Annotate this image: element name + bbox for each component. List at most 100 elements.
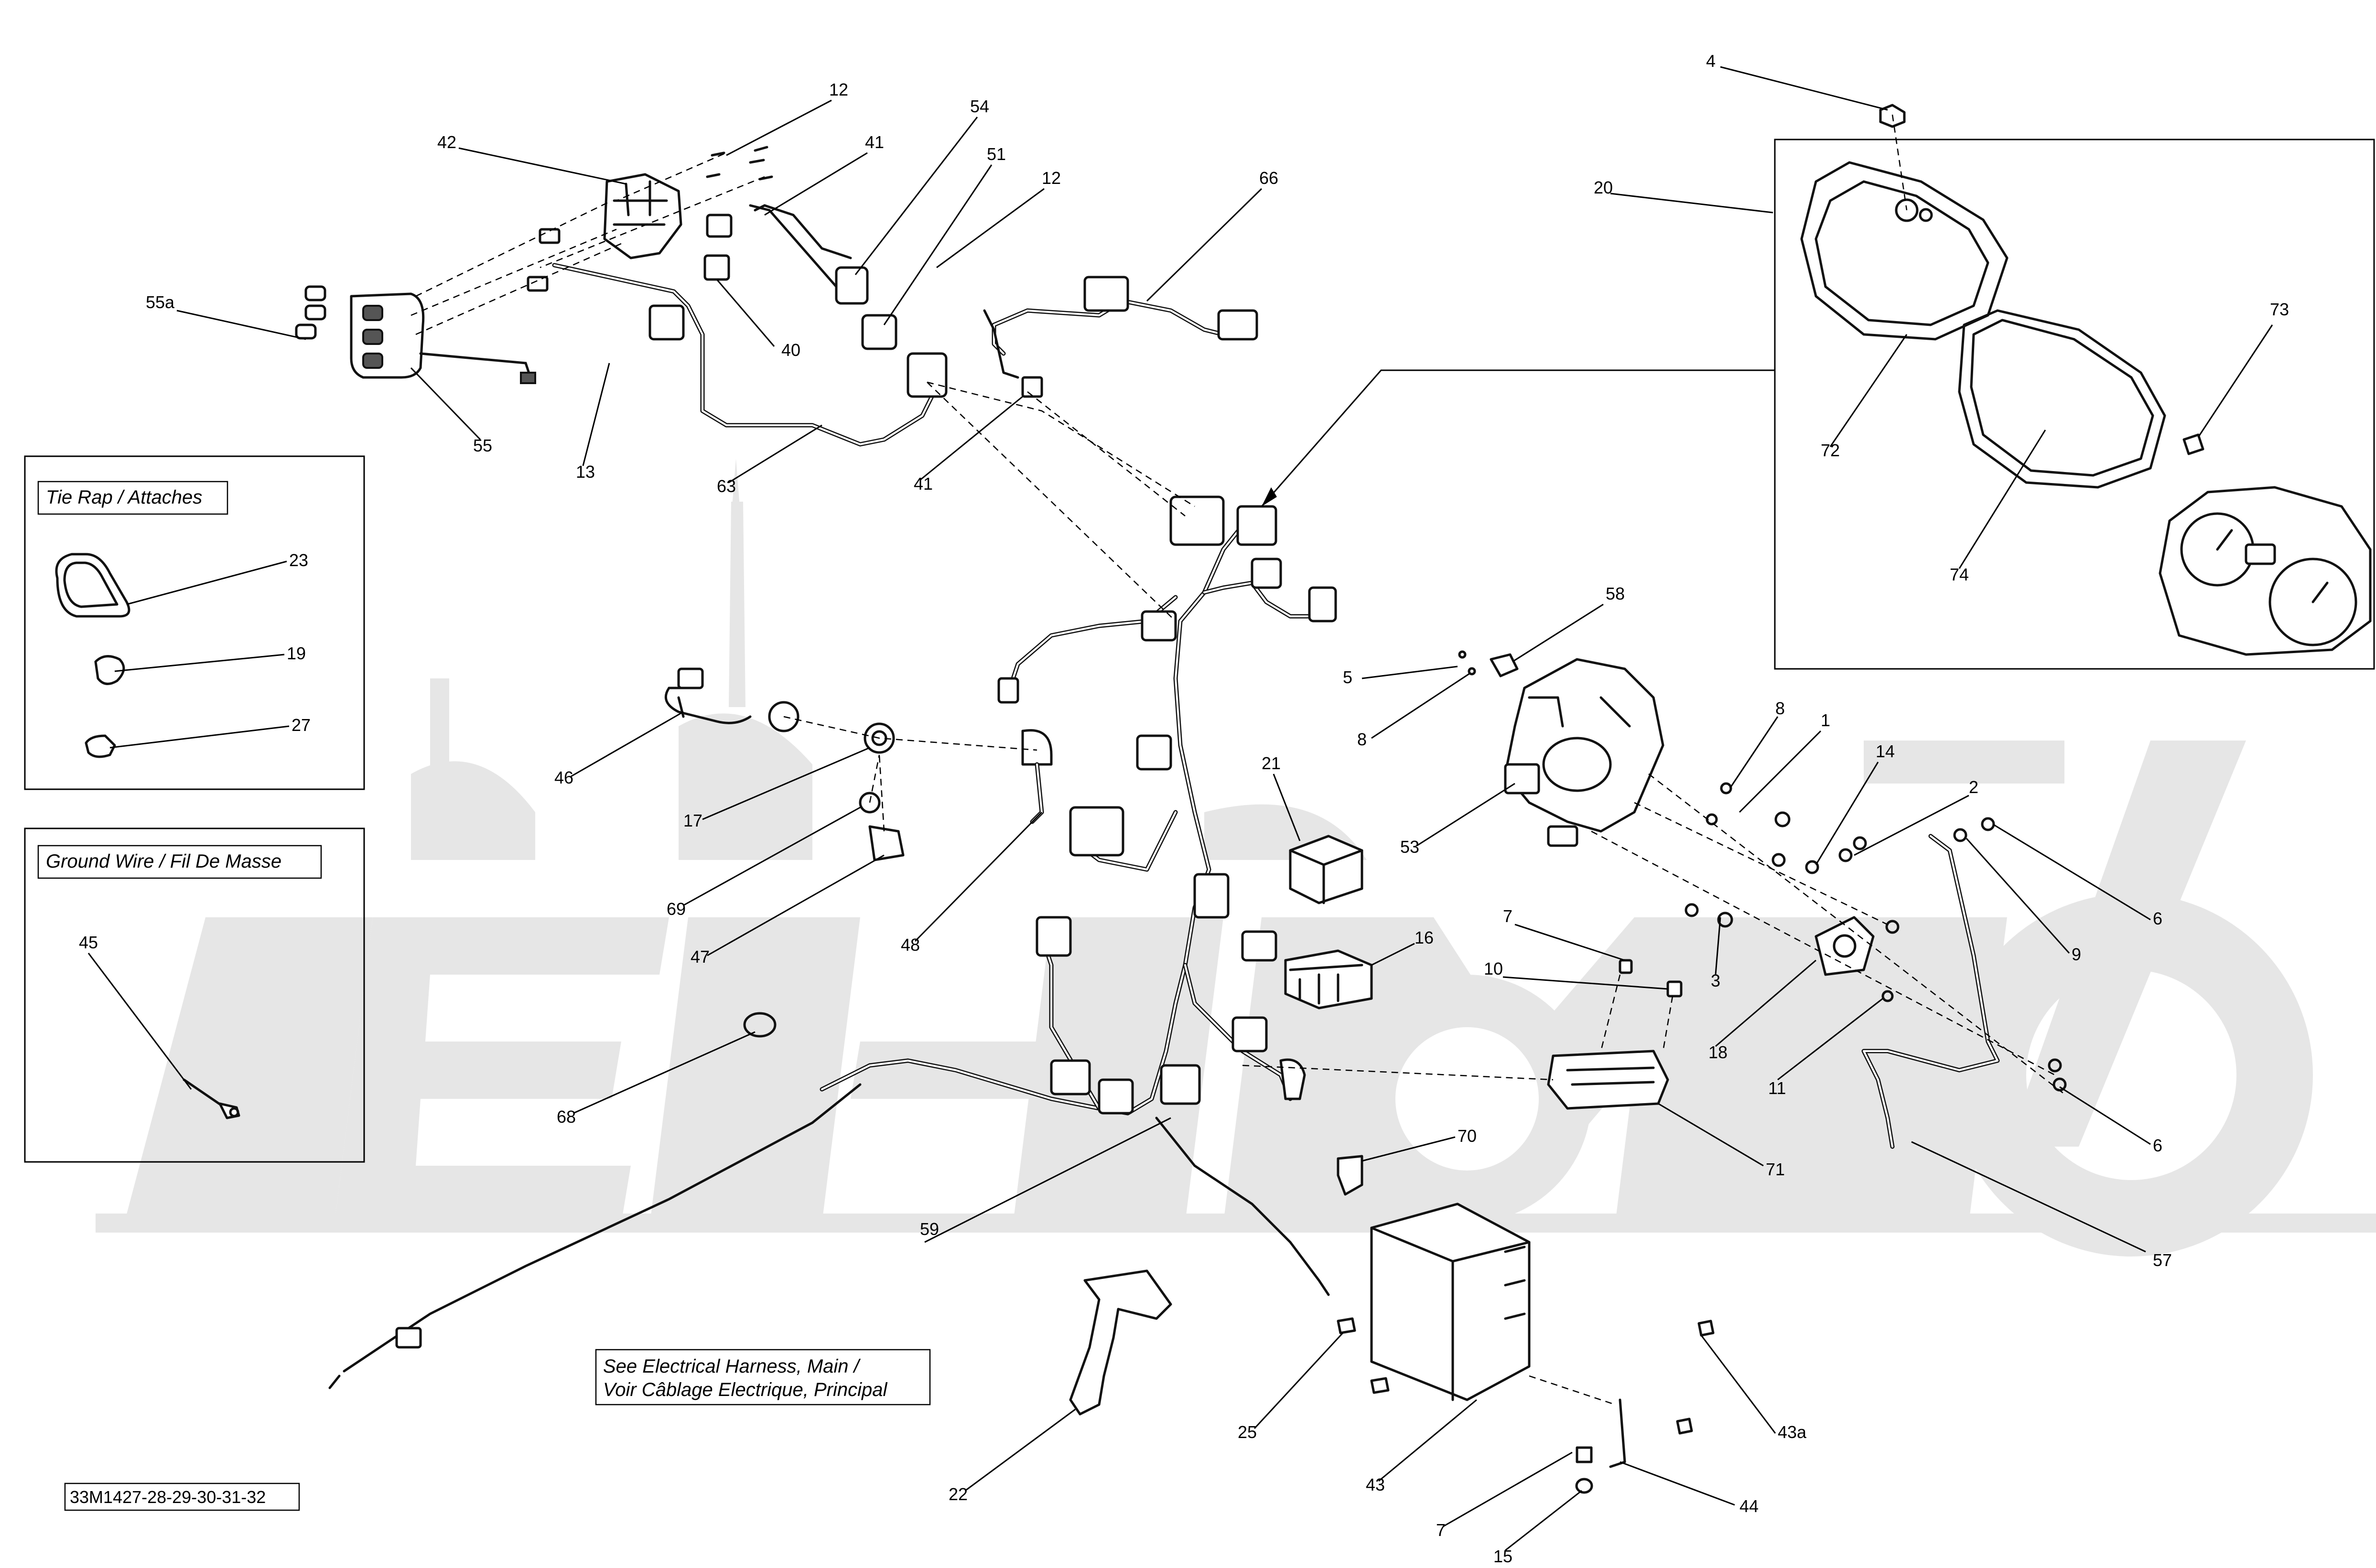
- callout-label: 25: [1238, 1422, 1257, 1442]
- callout-leader: [936, 188, 1045, 268]
- callout-label: 72: [1821, 440, 1840, 460]
- callout-label: 21: [1262, 753, 1281, 773]
- bezel-72: [1800, 161, 2009, 341]
- callout-label: 74: [1950, 565, 1969, 584]
- callout-label: 69: [667, 899, 686, 919]
- strap-44: [1575, 1398, 1626, 1494]
- callout-leader: [1371, 673, 1470, 739]
- callout-leader: [1829, 334, 1908, 447]
- callout-leader: [883, 164, 993, 325]
- callout-label: 15: [1493, 1547, 1512, 1566]
- callout-label: 19: [287, 644, 306, 663]
- harness-66: [983, 276, 1258, 398]
- callout-label: 70: [1458, 1126, 1477, 1146]
- callout-label: 44: [1739, 1496, 1759, 1516]
- battery-43: [1370, 1203, 1531, 1401]
- callout-label: 59: [920, 1219, 939, 1239]
- lens-74: [1958, 309, 2166, 489]
- bracket-53: [1504, 658, 1664, 847]
- inset-tie-rap: Tie Rap / Attaches: [24, 455, 365, 790]
- callout-label: 7: [1436, 1520, 1446, 1540]
- switch-housing-42: [603, 173, 682, 259]
- callout-label: 71: [1766, 1160, 1785, 1179]
- callout-label: 43: [1366, 1475, 1385, 1494]
- callout-leader: [1620, 1461, 1735, 1506]
- callout-leader: [176, 310, 306, 340]
- callout-leader: [1911, 1141, 2146, 1253]
- bracket-22: [1069, 1269, 1172, 1416]
- callout-label: 63: [717, 476, 736, 496]
- callout-leader: [114, 654, 285, 672]
- callout-label: 55: [473, 436, 492, 455]
- callout-label: 5: [1343, 667, 1352, 687]
- connectors-54-51: [749, 204, 897, 350]
- callout-leader: [702, 747, 870, 820]
- callout-leader: [109, 725, 290, 749]
- pins-12: [706, 146, 773, 181]
- callout-leader: [582, 363, 610, 466]
- ring-68: [743, 1012, 777, 1038]
- callout-label: 55a: [146, 292, 175, 312]
- bolts-25: [1337, 1317, 1390, 1394]
- callout-label: 7: [1503, 906, 1512, 926]
- callout-label: 22: [949, 1484, 968, 1504]
- callout-leader: [1777, 998, 1883, 1081]
- watermark-logo: [96, 459, 2376, 1257]
- callout-leader: [1361, 1136, 1456, 1162]
- callout-label: 57: [2153, 1250, 2172, 1270]
- callout-leader: [1715, 917, 1721, 975]
- callout-leader: [1815, 762, 1879, 865]
- callout-leader: [1514, 924, 1625, 961]
- connectors-40: [703, 214, 733, 281]
- relay-21: [1289, 835, 1363, 904]
- callout-leader: [914, 811, 1043, 942]
- callout-label: 13: [576, 462, 595, 482]
- callout-leader: [1371, 943, 1415, 966]
- connector-48: [1021, 729, 1053, 824]
- callout-leader: [707, 854, 885, 956]
- callout-leader: [2059, 1086, 2151, 1145]
- callout-leader: [1378, 1399, 1477, 1482]
- callout-label: 12: [1042, 168, 1061, 188]
- sensor-18: [1814, 916, 1875, 976]
- note-line-2: Voir Câblage Electrique, Principal: [603, 1379, 887, 1400]
- callout-label: 41: [914, 474, 933, 494]
- callout-leader: [1146, 188, 1263, 302]
- callout-label: 68: [557, 1107, 576, 1127]
- callout-label: 20: [1594, 178, 1613, 197]
- cluster-leader: [1261, 369, 1775, 507]
- callout-leader: [728, 424, 822, 483]
- callout-label: 41: [865, 132, 884, 152]
- callout-label: 6: [2153, 909, 2162, 928]
- callout-leader: [87, 953, 192, 1090]
- callout-leader: [1715, 959, 1816, 1047]
- inset-tie-rap-title: Tie Rap / Attaches: [46, 487, 202, 508]
- callout-leader: [410, 367, 481, 440]
- callout-leader: [1966, 838, 2070, 954]
- callout-leader: [571, 711, 684, 777]
- callout-leader: [1273, 773, 1301, 841]
- cable-57: [1861, 834, 2000, 1149]
- callout-label: 12: [829, 80, 848, 99]
- callout-label: 11: [1768, 1078, 1786, 1098]
- fuse-box-16: [1284, 949, 1373, 1010]
- callout-leader: [924, 1117, 1171, 1243]
- buttons-55a: [295, 285, 326, 340]
- callouts: 1234566778891011121213141516171819202122…: [79, 51, 2289, 1566]
- callout-label: 2: [1969, 777, 1978, 797]
- callout-leader: [2197, 324, 2273, 438]
- callout-label: 48: [901, 935, 920, 955]
- plug-69-47: [859, 792, 905, 861]
- callout-label: 9: [2072, 945, 2081, 964]
- callout-leader: [854, 117, 978, 275]
- callout-leader: [458, 147, 626, 185]
- callout-leader: [1253, 1332, 1344, 1429]
- reference-number: 33M1427-28-29-30-31-32: [64, 1482, 300, 1511]
- callout-leader: [1854, 795, 1969, 856]
- callout-leader: [1958, 430, 2046, 569]
- regulator-71: [1547, 1050, 1669, 1110]
- callout-label: 4: [1706, 51, 1716, 71]
- callout-leader: [1739, 730, 1822, 813]
- reference-text: 33M1427-28-29-30-31-32: [70, 1487, 266, 1507]
- callout-label: 16: [1415, 928, 1434, 947]
